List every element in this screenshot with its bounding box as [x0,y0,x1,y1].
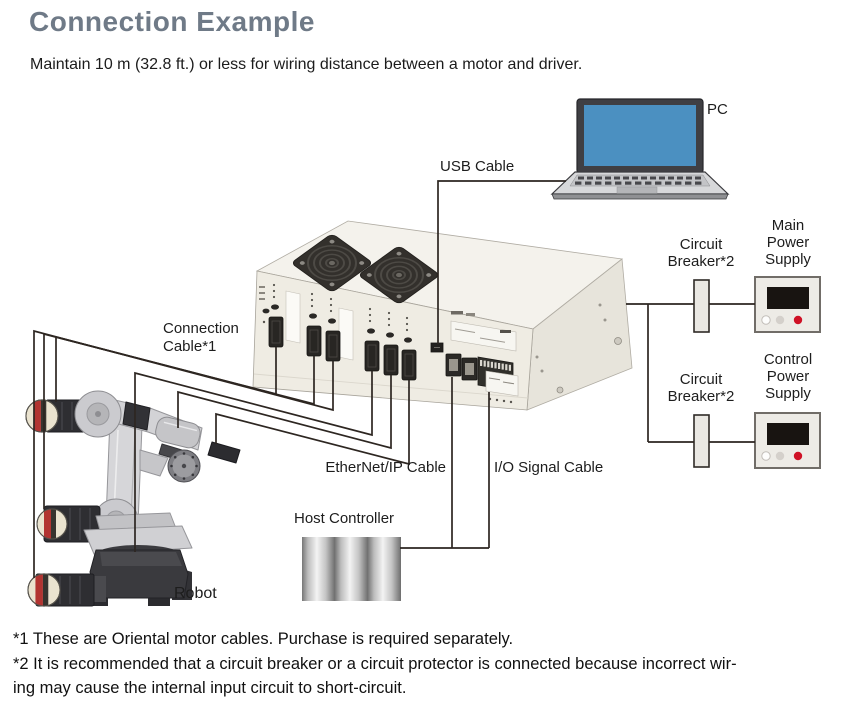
connection-cable-label-line2: Cable*1 [163,338,217,355]
laptop-touchpad [616,186,658,194]
circuit-breaker-main [693,279,710,333]
flange-bolt-holes [170,452,198,480]
driver-nameplate [450,311,517,352]
circuit-breaker-control-label: Circuit Breaker*2 [660,371,742,405]
circuit-breaker-control-label-line1: Circuit [679,371,723,388]
driver-side-screws [535,303,622,394]
robot-label: Robot [174,585,217,602]
circuit-breaker-control-label-line2: Breaker*2 [667,388,735,405]
connection-cable-label-line1: Connection [163,320,239,337]
control-power-supply-box [754,412,821,469]
motor-cable-3 [33,329,334,578]
main-power-supply-label-line3: Supply [765,251,811,268]
main-power-supply-label-line1: Main [771,217,805,234]
ethernet-ports [445,353,478,381]
ethernet-io-lines [400,377,490,549]
motor-cable-4 [134,371,373,552]
circuit-breaker-main-label-line1: Circuit [679,236,723,253]
page-title: Connection Example [29,6,315,37]
main-power-supply-box [754,276,821,333]
laptop-keyboard-keys [575,176,702,185]
usb-cable-label: USB Cable [440,158,515,175]
footnote-1: *1 These are Oriental motor cables. Purc… [13,630,514,648]
connector-charge-leds [271,304,412,343]
control-power-supply-label-line1: Control [763,351,813,368]
circuit-breaker-main-label: Circuit Breaker*2 [660,236,742,270]
control-power-line [647,304,755,443]
driver-lower-label [485,370,519,404]
connection-cable-label: Connection Cable*1 [163,320,239,356]
circuit-breaker-control [693,414,710,468]
cable-lines [33,180,755,578]
driver-status-leds [259,286,270,324]
connector-pins [271,320,414,377]
ethernet-cable-label: EtherNet/IP Cable [325,459,446,476]
footnotes: *1 These are Oriental motor cables. Purc… [13,627,737,701]
motor-cable-5 [177,375,392,450]
main-power-supply-label: Main Power Supply [750,217,826,268]
robot-base-motor [28,574,106,606]
control-power-supply-label-line3: Supply [765,385,811,402]
laptop-illustration [550,98,730,200]
io-signal-cable-label: I/O Signal Cable [494,459,604,476]
usb-cable-line [437,180,566,344]
control-power-supply-label: Control Power Supply [750,351,826,402]
host-controller-label: Host Controller [294,510,395,527]
motor-cable-6 [215,380,410,466]
pc-label: PC [707,101,728,118]
main-power-supply-label-line2: Power [766,234,810,251]
driver-unit-illustration [252,220,633,411]
host-controller-illustration [302,537,401,601]
robot-illustration [26,390,241,606]
footnote-2-line1: *2 It is recommended that a circuit brea… [13,654,737,673]
footnote-2-line2: ing may cause the internal input circuit… [13,679,407,697]
connector-indicator-dots [272,283,409,332]
page-subtitle: Maintain 10 m (32.8 ft.) or less for wir… [30,56,583,73]
circuit-breaker-main-label-line2: Breaker*2 [667,253,735,270]
control-power-supply-label-line2: Power [766,368,810,385]
